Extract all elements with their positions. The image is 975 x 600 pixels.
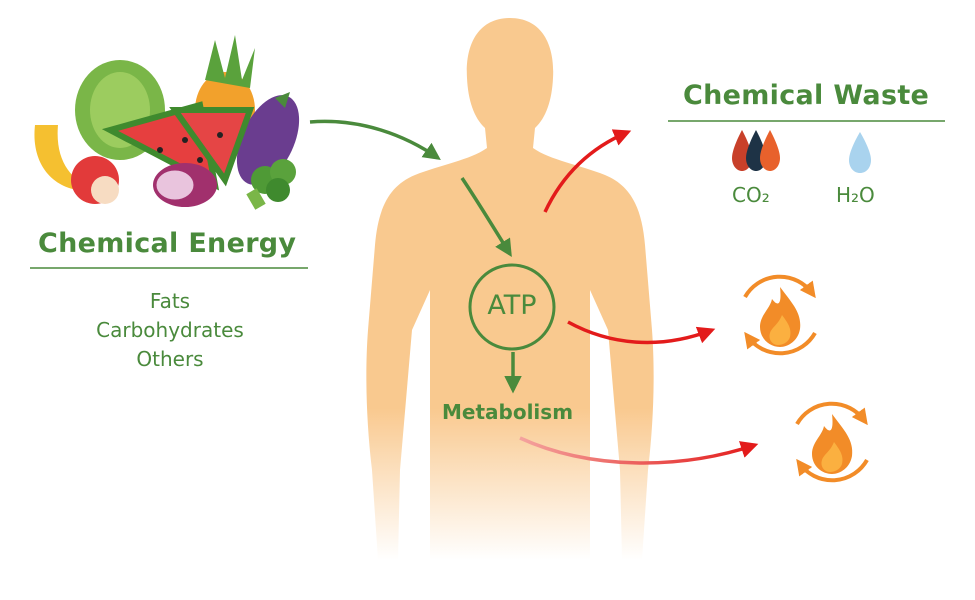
h2o-label: H₂O xyxy=(836,183,875,207)
energy-sources-list: Fats Carbohydrates Others xyxy=(60,287,280,374)
list-item: Others xyxy=(136,347,204,371)
chemical-energy-title: Chemical Energy xyxy=(38,228,297,259)
list-item: Carbohydrates xyxy=(96,318,244,342)
human-body-silhouette xyxy=(366,18,654,560)
chemical-waste-title: Chemical Waste xyxy=(683,80,930,111)
heat-cycle-icon xyxy=(743,274,817,356)
co2-label: CO₂ xyxy=(732,183,770,207)
arrow-atp-to-heat xyxy=(567,320,716,345)
metabolism-label: Metabolism xyxy=(442,400,574,424)
fruits-vegetables-illustration xyxy=(34,35,300,210)
water-drop-icon xyxy=(849,132,871,173)
arrow-metabolism-to-heat xyxy=(519,436,759,465)
atp-circle xyxy=(468,263,556,351)
co2-droplets-icon xyxy=(732,130,780,171)
atp-label: ATP xyxy=(487,290,537,321)
list-item: Fats xyxy=(149,289,191,313)
arrow-to-atp xyxy=(460,177,512,257)
heat-cycle-icon xyxy=(795,401,869,483)
arrow-to-chemical-waste xyxy=(543,129,632,213)
arrow-food-to-body xyxy=(309,119,441,161)
